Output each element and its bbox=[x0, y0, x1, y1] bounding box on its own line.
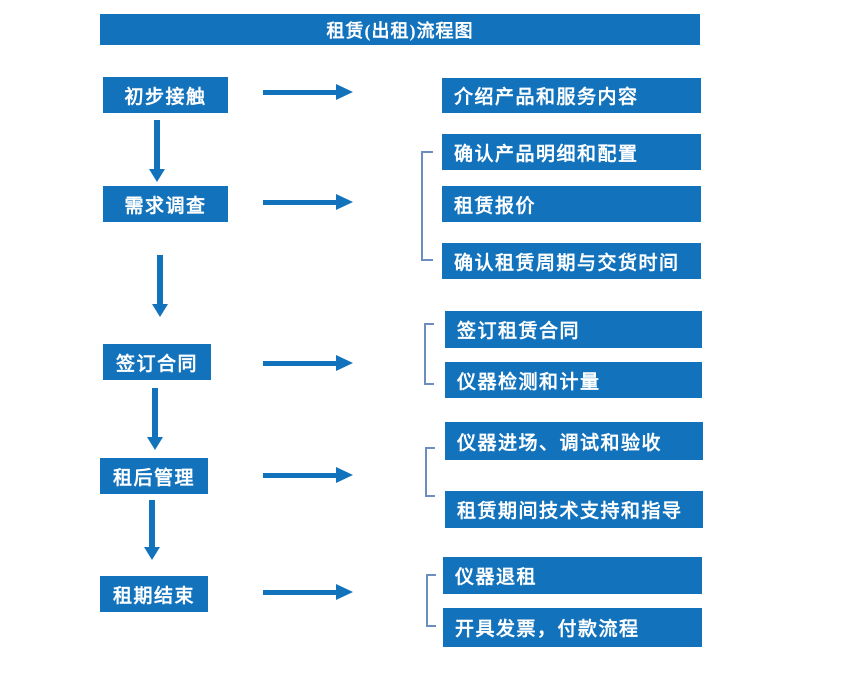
arrow-right-icon bbox=[263, 355, 353, 371]
group-bracket bbox=[426, 574, 436, 627]
step-initial-contact: 初步接触 bbox=[103, 77, 228, 113]
arrow-shaft bbox=[263, 89, 336, 95]
arrow-shaft bbox=[149, 500, 155, 547]
detail-box: 仪器进场、调试和验收 bbox=[445, 422, 703, 460]
arrow-head bbox=[152, 304, 168, 317]
detail-box: 租赁期间技术支持和指导 bbox=[445, 491, 703, 528]
arrow-shaft bbox=[157, 255, 163, 304]
step-rental-end: 租期结束 bbox=[100, 576, 208, 612]
group-bracket bbox=[421, 151, 433, 261]
arrow-down-icon bbox=[147, 388, 163, 450]
arrow-head bbox=[336, 584, 353, 600]
detail-box: 仪器退租 bbox=[443, 557, 702, 594]
arrow-head bbox=[144, 547, 160, 560]
arrow-right-icon bbox=[263, 584, 353, 600]
diagram-title: 租赁(出租)流程图 bbox=[100, 14, 700, 45]
arrow-shaft bbox=[263, 472, 336, 478]
detail-box: 介绍产品和服务内容 bbox=[442, 78, 701, 113]
group-bracket bbox=[425, 447, 435, 497]
arrow-shaft bbox=[263, 360, 336, 366]
step-sign-contract: 签订合同 bbox=[103, 344, 211, 380]
arrow-head bbox=[147, 437, 163, 450]
arrow-right-icon bbox=[263, 84, 353, 100]
detail-box: 仪器检测和计量 bbox=[445, 362, 702, 398]
arrow-right-icon bbox=[263, 467, 353, 483]
arrow-head bbox=[336, 467, 353, 483]
arrow-head bbox=[336, 84, 353, 100]
step-post-rental-management: 租后管理 bbox=[100, 458, 208, 494]
detail-box: 开具发票，付款流程 bbox=[443, 608, 702, 647]
detail-box: 租赁报价 bbox=[442, 186, 701, 222]
arrow-shaft bbox=[263, 589, 336, 595]
arrow-shaft bbox=[154, 120, 160, 169]
arrow-shaft bbox=[263, 199, 336, 205]
detail-box: 确认租赁周期与交货时间 bbox=[442, 243, 701, 279]
arrow-head bbox=[149, 169, 165, 182]
step-demand-survey: 需求调查 bbox=[103, 186, 228, 222]
group-bracket bbox=[424, 323, 434, 385]
arrow-head bbox=[336, 355, 353, 371]
arrow-right-icon bbox=[263, 194, 353, 210]
detail-box: 签订租赁合同 bbox=[445, 311, 702, 348]
arrow-down-icon bbox=[152, 255, 168, 317]
detail-box: 确认产品明细和配置 bbox=[442, 134, 701, 170]
arrow-down-icon bbox=[149, 120, 165, 182]
arrow-down-icon bbox=[144, 500, 160, 560]
arrow-head bbox=[336, 194, 353, 210]
arrow-shaft bbox=[152, 388, 158, 437]
